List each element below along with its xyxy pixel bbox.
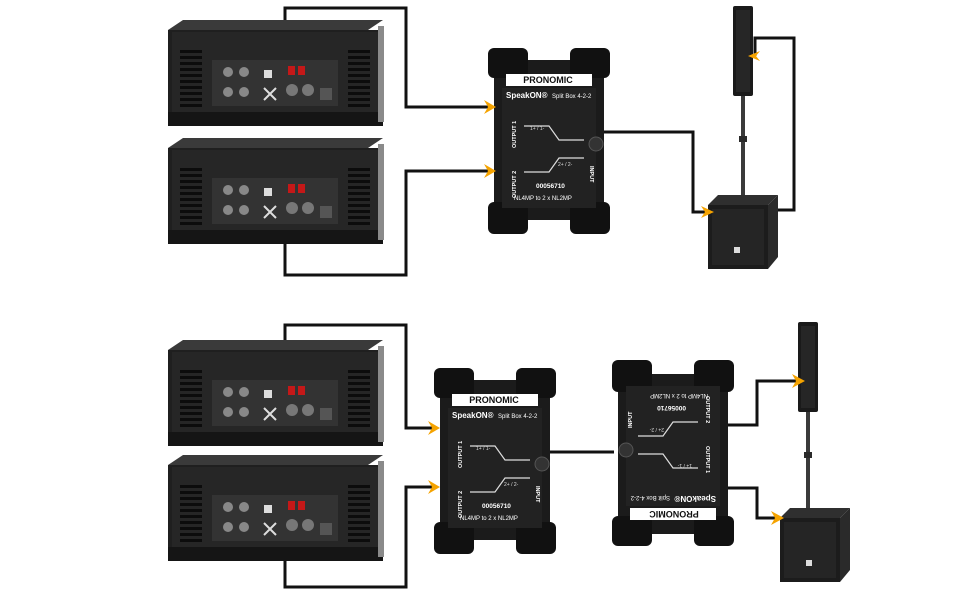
output2-label: OUTPUT 2 [458,491,464,518]
pins1-label: 1+ / 1- [530,126,545,132]
subwoofer-icon [780,508,850,582]
model-label: Split Box 4-2-2 [630,494,670,500]
top-setup: PRONOMIC SpeakON® Split Box 4-2-2 1+ / 1… [167,6,796,277]
speakon-label: SpeakON® [674,494,716,503]
output2-label: OUTPUT 2 [512,171,518,198]
orange-arrow-icon [428,480,440,494]
orange-arrow-icon [484,164,496,178]
orange-arrow-icon [428,421,440,435]
output2-label: OUTPUT 2 [704,396,710,423]
speakon-split-box-icon: PRONOMIC SpeakON® Split Box 4-2-2 1+ / 1… [611,359,735,547]
power-amplifier-rack-icon [167,137,385,245]
bottom-setup: PRONOMIC SpeakON® Split Box 4-2-2 1+ / 1… [167,322,850,589]
desc-label: NL4MP to 2 x NL2MP [650,392,708,398]
pins2-label: 2+ / 2- [504,482,519,488]
brand-label: PRONOMIC [523,75,573,85]
article-label: 00056710 [657,404,686,411]
subwoofer-icon [708,195,778,269]
speakon-label: SpeakON® [506,91,548,100]
orange-arrow-icon [701,206,714,218]
power-amplifier-rack-icon [167,19,385,127]
speakon-split-box-icon: PRONOMIC SpeakON® Split Box 4-2-2 1+ / 1… [487,47,611,235]
input-label: INPUT [588,166,594,183]
article-label: 00056710 [536,183,565,190]
power-amplifier-rack-icon [167,339,385,447]
column-speaker-icon [798,322,818,512]
speakon-label: SpeakON® [452,411,494,420]
orange-arrow-icon [748,51,760,61]
orange-arrow-icon [792,374,805,388]
pins1-label: 1+ / 1- [476,446,491,452]
column-speaker-icon [733,6,753,196]
input-label: INPUT [628,411,634,428]
speakon-split-box-icon: PRONOMIC SpeakON® Split Box 4-2-2 1+ / 1… [433,367,557,555]
brand-label: PRONOMIC [649,509,699,519]
output1-label: OUTPUT 1 [458,441,464,468]
input-label: INPUT [534,486,540,503]
article-label: 00056710 [482,503,511,510]
model-label: Split Box 4-2-2 [498,414,538,420]
orange-arrow-icon [484,100,496,114]
pins1-label: 1+ / 1- [677,462,692,468]
desc-label: NL4MP to 2 x NL2MP [514,196,572,202]
power-amplifier-rack-icon [167,454,385,562]
pins2-label: 2+ / 2- [558,162,573,168]
brand-label: PRONOMIC [469,395,519,405]
orange-arrow-icon [771,511,784,525]
pins2-label: 2+ / 2- [649,426,664,432]
desc-label: NL4MP to 2 x NL2MP [460,516,518,522]
output1-label: OUTPUT 1 [704,446,710,473]
model-label: Split Box 4-2-2 [552,94,592,100]
output1-label: OUTPUT 1 [512,121,518,148]
